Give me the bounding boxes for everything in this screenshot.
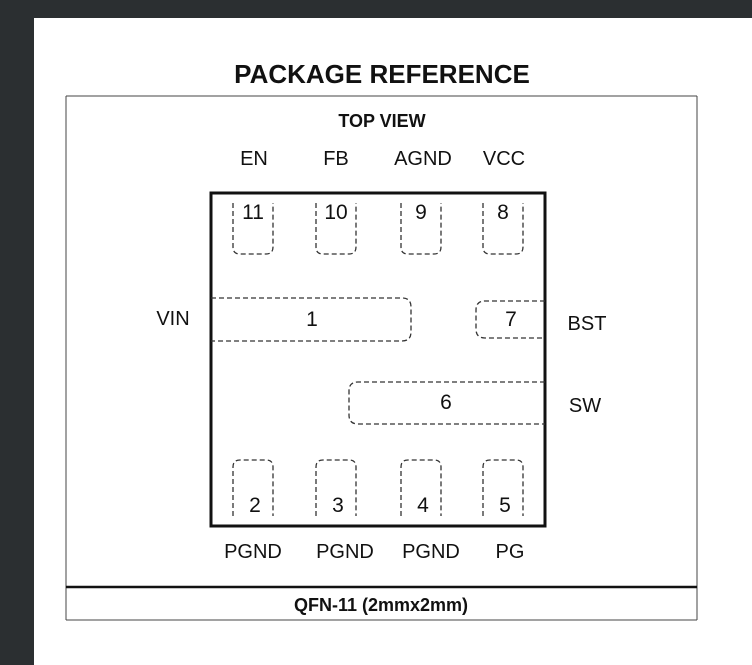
pin-label-pg: PG [496,541,525,563]
pad-5 [482,459,524,516]
pin-label-pgnd-2: PGND [224,541,282,563]
top-view-label: TOP VIEW [338,111,425,131]
pin-label-pgnd-3: PGND [316,541,374,563]
pad-8 [482,203,524,255]
pad-9 [400,203,442,255]
pin-number-8: 8 [497,201,509,224]
package-pinout-diagram: PACKAGE REFERENCE TOP VIEW EN FB AGND VC… [65,59,698,621]
pin-number-5: 5 [499,494,511,517]
document-page: PACKAGE REFERENCE TOP VIEW EN FB AGND VC… [34,18,752,665]
pin-number-7: 7 [505,308,517,331]
pin-label-bst: BST [568,313,607,335]
pad-4 [400,459,442,516]
pin-number-6: 6 [440,391,452,414]
pad-10 [315,203,357,255]
pin-number-2: 2 [249,494,261,517]
pad-6 [348,381,545,425]
pad-11 [232,203,274,255]
pad-7 [475,300,545,339]
pin-label-sw: SW [569,395,601,417]
pin-number-4: 4 [417,494,429,517]
pin-label-agnd: AGND [394,148,452,170]
pin-number-11: 11 [242,201,264,224]
pad-3 [315,459,357,516]
package-caption: QFN-11 (2mmx2mm) [294,595,468,615]
pad-2 [232,459,274,516]
pin-number-3: 3 [332,494,344,517]
pin-label-pgnd-4: PGND [402,541,460,563]
pad-1 [211,297,412,342]
package-title: PACKAGE REFERENCE [234,59,530,89]
pin-label-en: EN [240,148,268,170]
pin-label-fb: FB [323,148,349,170]
pin-number-9: 9 [415,201,427,224]
pin-label-vcc: VCC [483,148,525,170]
pin-number-1: 1 [306,308,318,331]
pin-number-10: 10 [324,201,347,224]
package-body [209,191,547,528]
pin-label-vin: VIN [156,308,189,330]
